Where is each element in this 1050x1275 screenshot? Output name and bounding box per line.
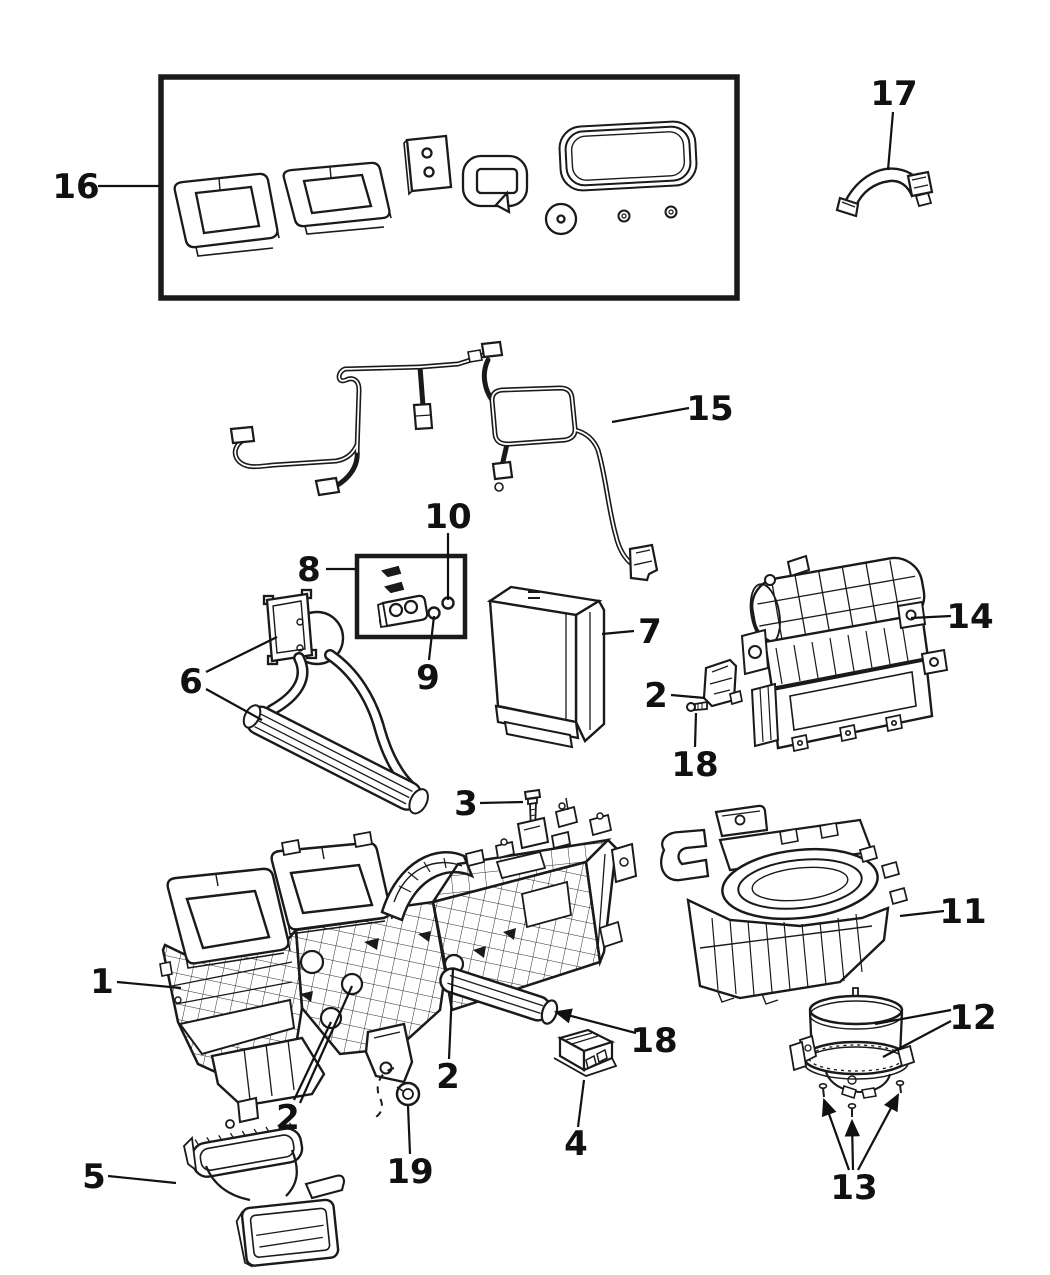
- leader-13a: [821, 1097, 851, 1171]
- callout-6: 6: [179, 662, 203, 702]
- drain-tube: [439, 967, 559, 1025]
- kit-screws: [381, 565, 405, 594]
- blower-housing: [660, 804, 909, 1005]
- callout-17: 17: [870, 74, 917, 114]
- callout-15: 15: [686, 389, 733, 429]
- callout-11: 11: [939, 892, 986, 932]
- leader-17: [886, 111, 895, 171]
- large-seal-ring: [558, 120, 698, 192]
- small-rings: [617, 205, 678, 223]
- leader-9: [427, 615, 436, 661]
- callout-2-right: 2: [644, 676, 668, 716]
- callout-14: 14: [946, 597, 993, 637]
- kit-valve: [377, 594, 429, 629]
- finned-tube: [242, 704, 429, 815]
- main-housing-assembly: [159, 797, 638, 1124]
- seal-kit-box: [158, 74, 740, 301]
- callout-13: 13: [830, 1168, 877, 1208]
- leader-14: [910, 614, 952, 620]
- callout-4: 4: [564, 1124, 588, 1164]
- leader-12a: [874, 1008, 952, 1026]
- leader-11: [899, 909, 945, 918]
- leader-1: [116, 980, 182, 990]
- inlet-frame-1: [166, 867, 291, 969]
- heater-ac-unit: [740, 554, 949, 753]
- housing-body: [686, 897, 890, 1000]
- callout-2-middle: 2: [436, 1057, 460, 1097]
- leader-7: [601, 629, 635, 636]
- seal-grommet: [461, 154, 529, 215]
- leader-2b2: [298, 985, 354, 1104]
- callout-18-upper: 18: [671, 745, 718, 785]
- leader-4: [576, 1079, 586, 1128]
- callout-8: 8: [297, 550, 321, 590]
- leader-13c: [857, 1093, 900, 1171]
- motor-cage: [825, 1071, 891, 1100]
- callout-1: 1: [90, 962, 114, 1002]
- leader-2b1: [293, 1021, 332, 1101]
- callout-16: 16: [52, 167, 99, 207]
- pointer-arrow-18: [553, 1008, 637, 1035]
- leader-13b: [844, 1118, 861, 1171]
- leader-3: [479, 800, 524, 805]
- bowl-rim-clips: [858, 844, 909, 906]
- lower-bracket: [364, 1022, 414, 1084]
- blower-resistor: [553, 1028, 618, 1077]
- seal-frame-1: [173, 172, 280, 257]
- duct-outlet: [235, 1198, 340, 1268]
- callout-12: 12: [949, 998, 996, 1038]
- blower-motor: [788, 987, 916, 1100]
- seal-frame-2: [282, 161, 392, 235]
- floor-duct: [183, 1119, 346, 1268]
- right-edge-brackets: [598, 842, 638, 949]
- unit-left-bracket: [740, 628, 780, 748]
- callout-3: 3: [454, 784, 478, 824]
- seal-disk: [544, 202, 578, 236]
- harness-connectors: [229, 340, 659, 582]
- unit-base-tabs: [791, 713, 903, 753]
- inlet-frame-2: [270, 841, 393, 935]
- top-clips: [464, 797, 613, 868]
- duct-strap: [835, 167, 934, 218]
- duct-neck: [204, 1149, 298, 1202]
- heater-core: [242, 588, 429, 815]
- motor-lugs: [788, 1034, 916, 1072]
- mounting-plate: [403, 134, 453, 196]
- callout-9: 9: [416, 658, 440, 698]
- mounting-screws-13: [818, 1080, 905, 1117]
- leader-19: [406, 1105, 412, 1155]
- leader-5: [107, 1174, 177, 1185]
- actuator-bracket-right: [702, 658, 743, 708]
- lower-left-flap: [210, 1036, 326, 1124]
- duct-tab: [304, 1174, 346, 1200]
- left-edge-details: [159, 961, 182, 1004]
- evaporator-core: [486, 585, 606, 749]
- callout-7: 7: [638, 612, 662, 652]
- callout-5: 5: [82, 1157, 106, 1197]
- leader-12b: [882, 1020, 952, 1058]
- leader-15: [611, 406, 690, 424]
- leader-lines: [98, 111, 952, 1185]
- callout-2-lower-left: 2: [276, 1098, 300, 1138]
- callout-19: 19: [386, 1152, 433, 1192]
- screw-18-upper: [686, 700, 708, 712]
- leader-6a: [205, 636, 278, 673]
- leader-2a: [670, 693, 706, 700]
- callout-labels: 16 17 15 10 8 9 6 7 14 2 18 3 1 2 2 19 4…: [52, 74, 996, 1208]
- callout-18-lower: 18: [630, 1021, 677, 1061]
- grommet-19: [373, 1067, 421, 1119]
- housing-top-tab: [714, 804, 769, 838]
- leader-2c: [447, 967, 455, 1060]
- housing-bowl: [721, 847, 879, 921]
- leader-18a: [693, 712, 698, 748]
- wiring-harness: [229, 340, 659, 582]
- housing-hook: [660, 828, 710, 882]
- callout-10: 10: [424, 497, 471, 537]
- heater-core-plate: [262, 588, 318, 666]
- leader-6b: [205, 688, 263, 721]
- hardware-kit-box: [354, 553, 468, 640]
- unit-mount-tabs: [764, 554, 949, 676]
